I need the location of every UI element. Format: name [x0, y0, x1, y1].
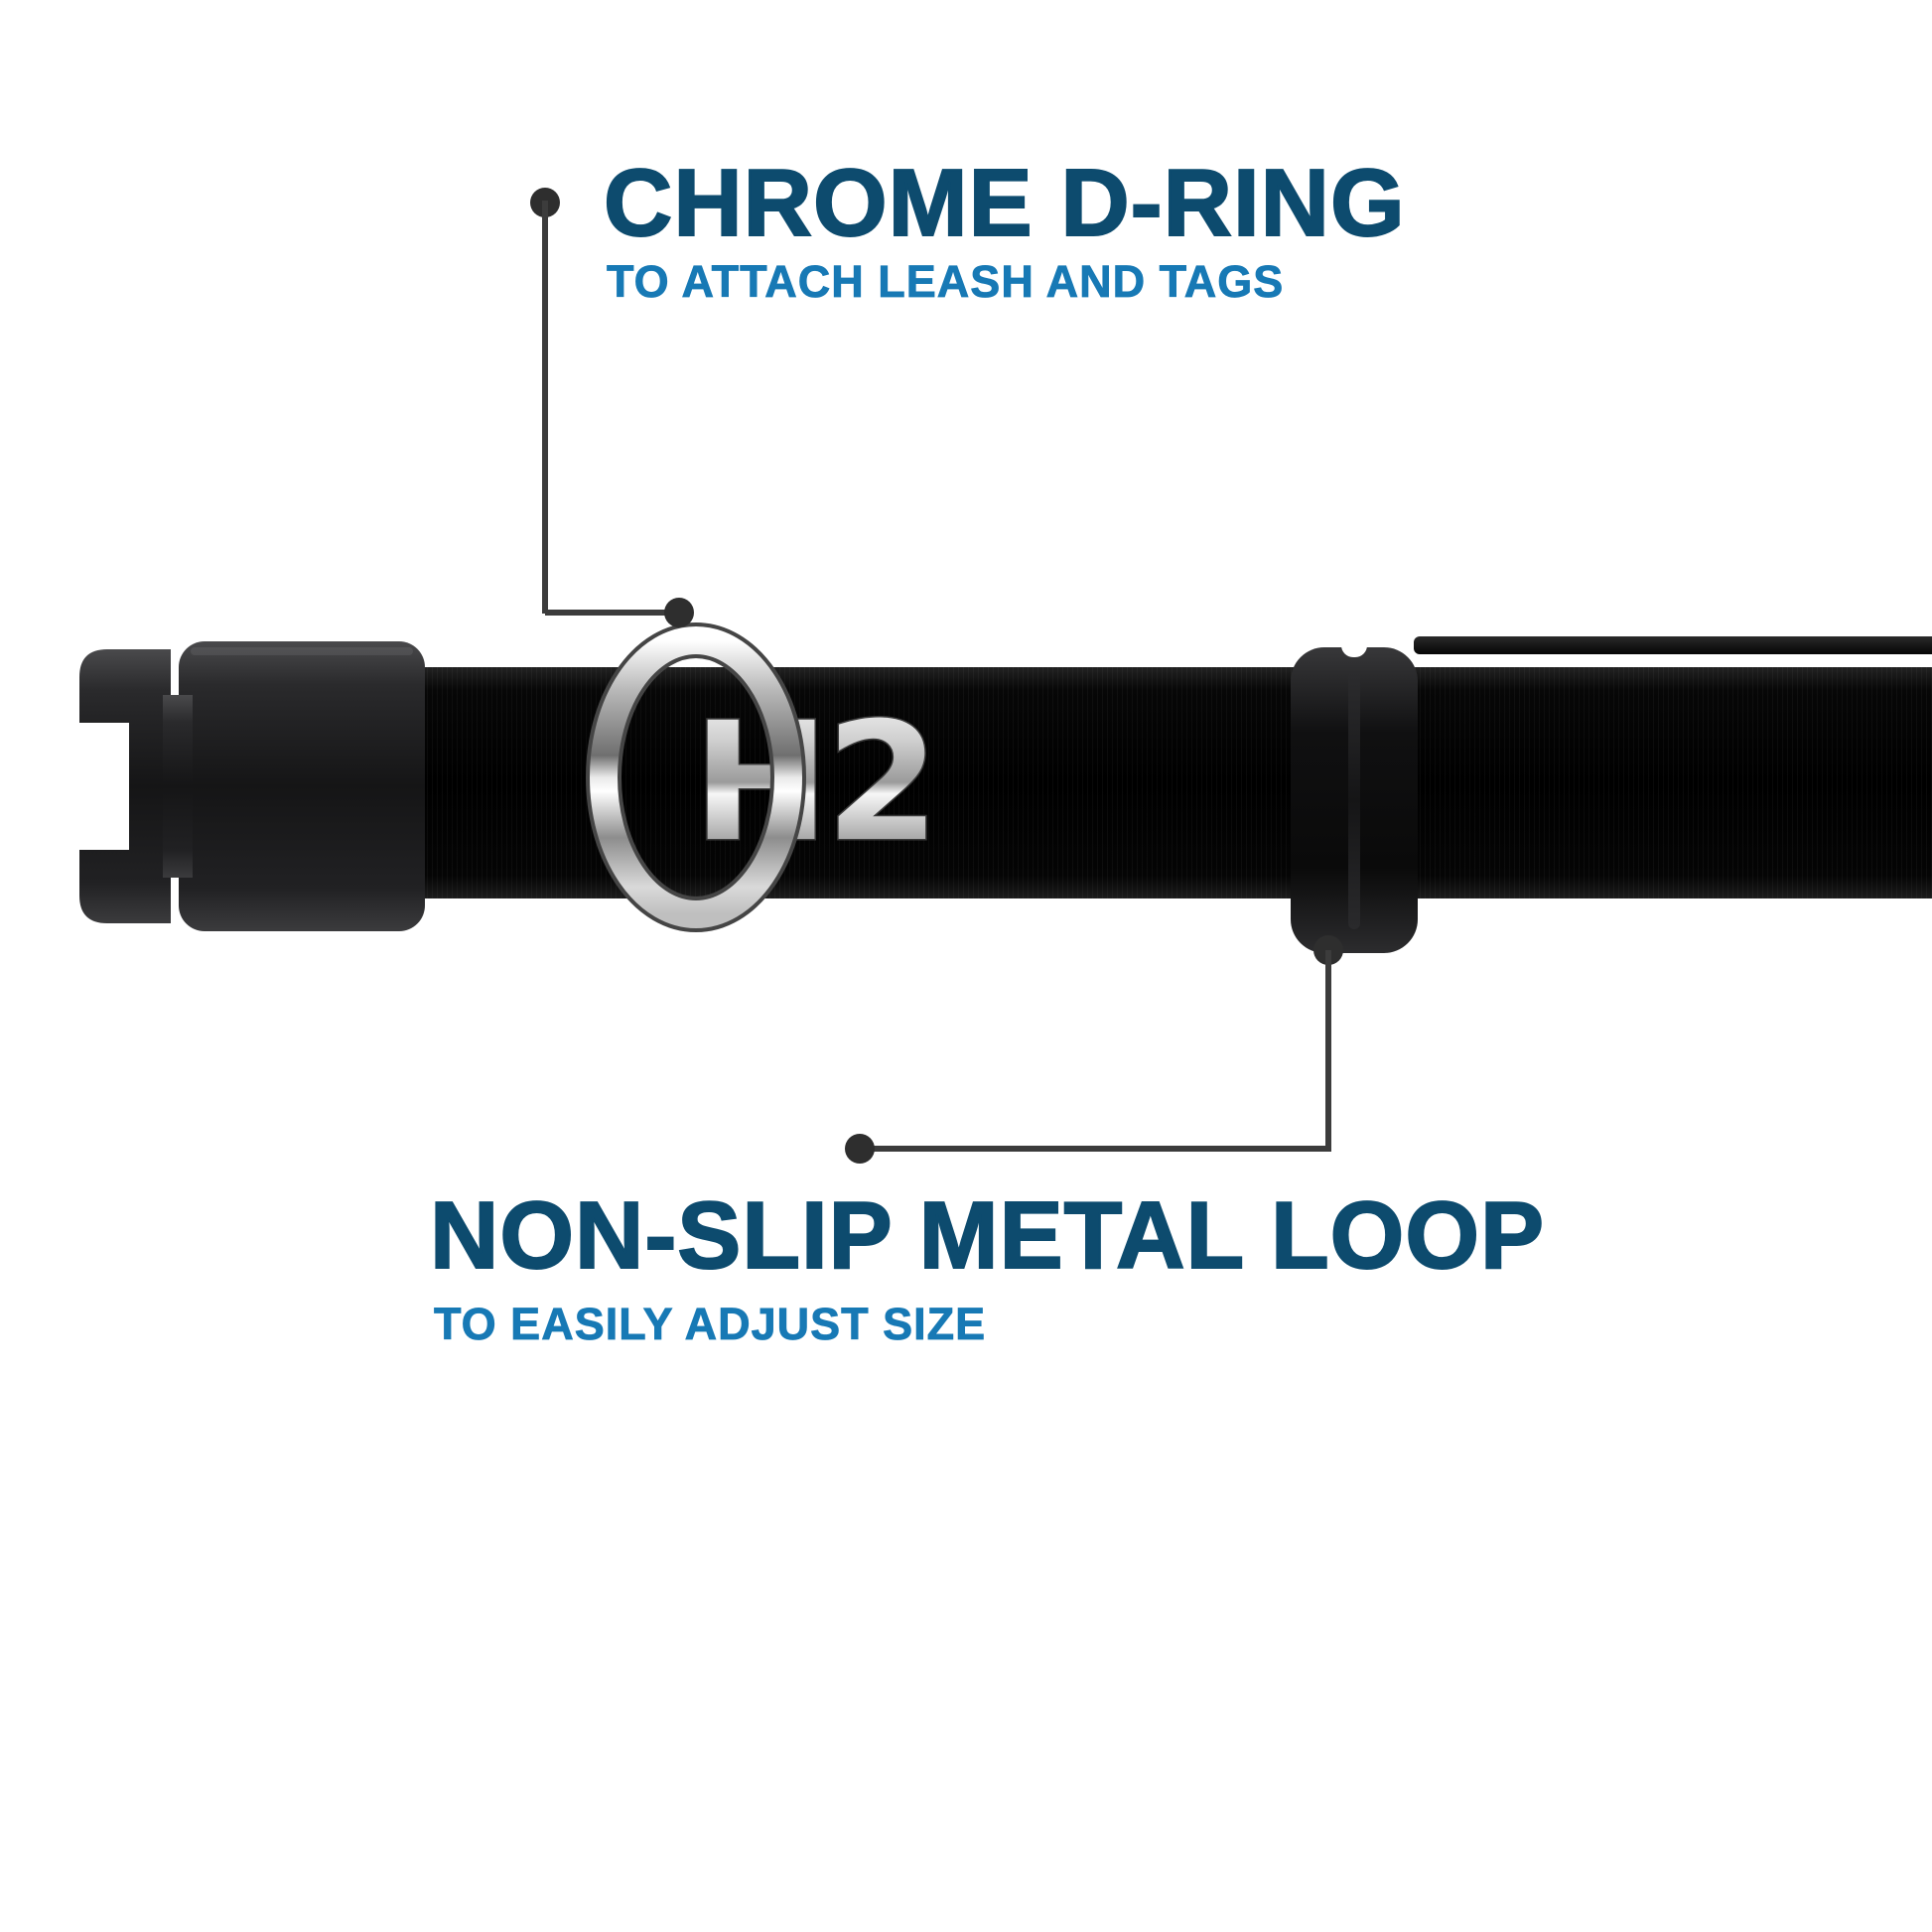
webbing-strap-tail	[1414, 636, 1932, 654]
side-release-buckle	[79, 641, 425, 931]
webbing-strap	[293, 667, 1932, 898]
buckle-body	[179, 641, 425, 931]
chrome-d-ring	[586, 622, 806, 932]
h2-logo: H2	[691, 686, 941, 880]
callout-line-bottom-horizontal	[860, 1146, 1328, 1152]
callout-dot-top-end	[664, 598, 694, 627]
callout-subtitle-metal-loop: TO EASILY ADJUST SIZE	[434, 1299, 987, 1350]
callout-line-bottom-vertical	[1325, 950, 1331, 1152]
callout-dot-bottom-end	[845, 1134, 875, 1164]
callout-title-metal-loop: NON-SLIP METAL LOOP	[429, 1181, 1546, 1290]
slider-top-notch	[1341, 645, 1367, 657]
h2-logo-text: H2	[693, 687, 936, 878]
buckle-tip	[79, 649, 171, 923]
callout-title-dring: CHROME D-RING	[603, 149, 1406, 257]
callout-line-top-vertical	[542, 201, 548, 614]
callout-line-top-horizontal	[545, 610, 680, 616]
callout-subtitle-dring: TO ATTACH LEASH AND TAGS	[607, 256, 1285, 308]
metal-loop-slider	[1291, 645, 1418, 953]
